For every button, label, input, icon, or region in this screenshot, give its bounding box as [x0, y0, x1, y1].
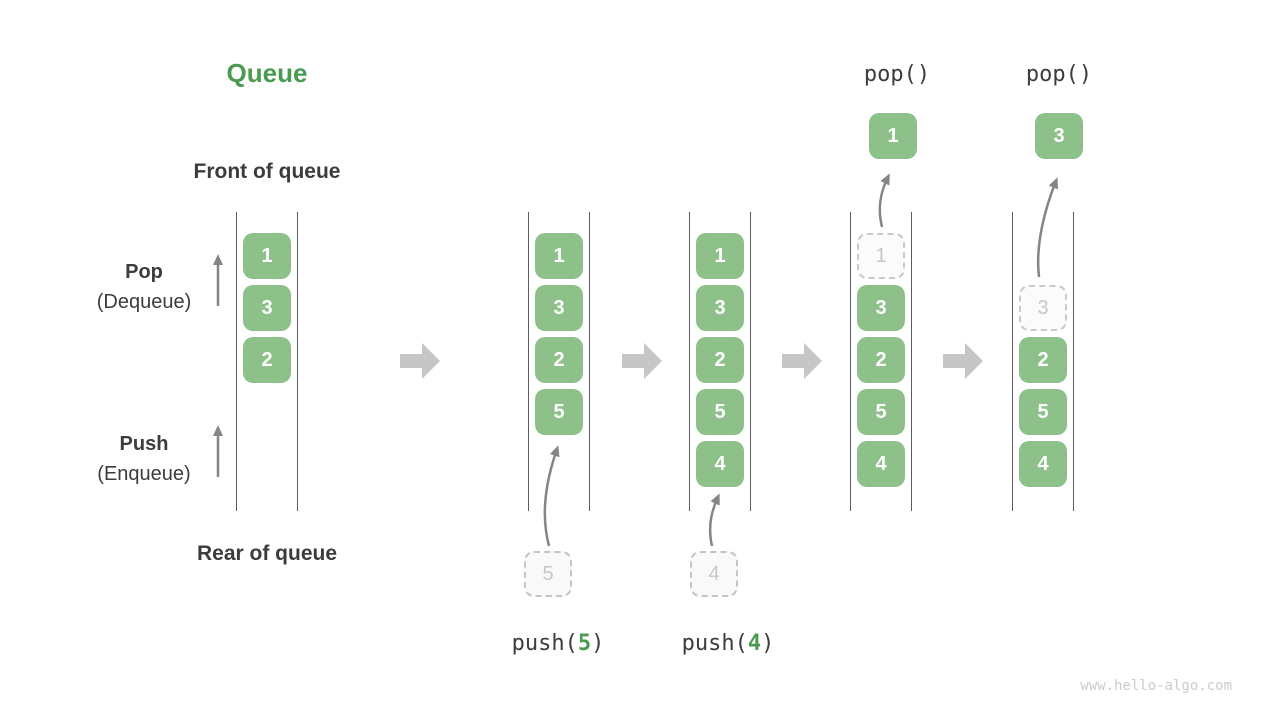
queue-element: 1 [243, 233, 291, 279]
flow-arrow-icon [782, 343, 822, 379]
queue-element: 3 [243, 285, 291, 331]
pop-label: Pop [125, 261, 163, 283]
queue-element: 5 [1019, 389, 1067, 435]
diagram-title: Queue [226, 58, 308, 88]
flow-arrow-icon [943, 343, 983, 379]
popped-element: 1 [869, 113, 917, 159]
flow-arrow-icon [400, 343, 440, 379]
queue-column-3: 1 3 2 5 4 [689, 212, 751, 511]
push-call-arg: 4 [747, 631, 762, 656]
push-call-label: push(5) [478, 631, 638, 656]
pop-call-label: pop() [1025, 62, 1093, 87]
push-label: Push [119, 433, 169, 455]
queue-column-4: 1 3 2 5 4 [850, 212, 912, 511]
rear-of-queue-label: Rear of queue [196, 542, 338, 565]
queue-element: 4 [857, 441, 905, 487]
queue-element: 3 [857, 285, 905, 331]
pop-side-label: Pop (Dequeue) [64, 261, 224, 314]
queue-element: 5 [857, 389, 905, 435]
popped-element: 3 [1035, 113, 1083, 159]
push-call-arg: 5 [577, 631, 592, 656]
queue-element: 2 [696, 337, 744, 383]
staged-element: 4 [690, 551, 738, 597]
push-call-func: push( [511, 631, 578, 656]
queue-element: 2 [243, 337, 291, 383]
queue-column-2: 1 3 2 5 [528, 212, 590, 511]
queue-column-1: 1 3 2 [236, 212, 298, 511]
push-call-close: ) [761, 631, 775, 656]
queue-element-ghost: 1 [857, 233, 905, 279]
queue-element: 2 [535, 337, 583, 383]
queue-element: 4 [1019, 441, 1067, 487]
staged-element: 5 [524, 551, 572, 597]
enqueue-alias-label: (Enqueue) [97, 463, 191, 485]
dequeue-alias-label: (Dequeue) [96, 291, 192, 313]
queue-element: 1 [535, 233, 583, 279]
pop-call-label: pop() [863, 62, 931, 87]
queue-element: 1 [696, 233, 744, 279]
queue-element: 2 [857, 337, 905, 383]
flow-arrow-icon [622, 343, 662, 379]
push-call-func: push( [681, 631, 748, 656]
queue-element: 3 [535, 285, 583, 331]
queue-element: 4 [696, 441, 744, 487]
queue-element-ghost: 3 [1019, 285, 1067, 331]
front-of-queue-label: Front of queue [193, 160, 341, 183]
push-call-label: push(4) [648, 631, 808, 656]
push-side-label: Push (Enqueue) [64, 433, 224, 486]
queue-element: 5 [535, 389, 583, 435]
watermark: www.hello-algo.com [1080, 678, 1232, 694]
queue-element: 3 [696, 285, 744, 331]
push-call-close: ) [591, 631, 605, 656]
queue-column-5: 3 2 5 4 [1012, 212, 1074, 511]
queue-element: 5 [696, 389, 744, 435]
queue-element: 2 [1019, 337, 1067, 383]
